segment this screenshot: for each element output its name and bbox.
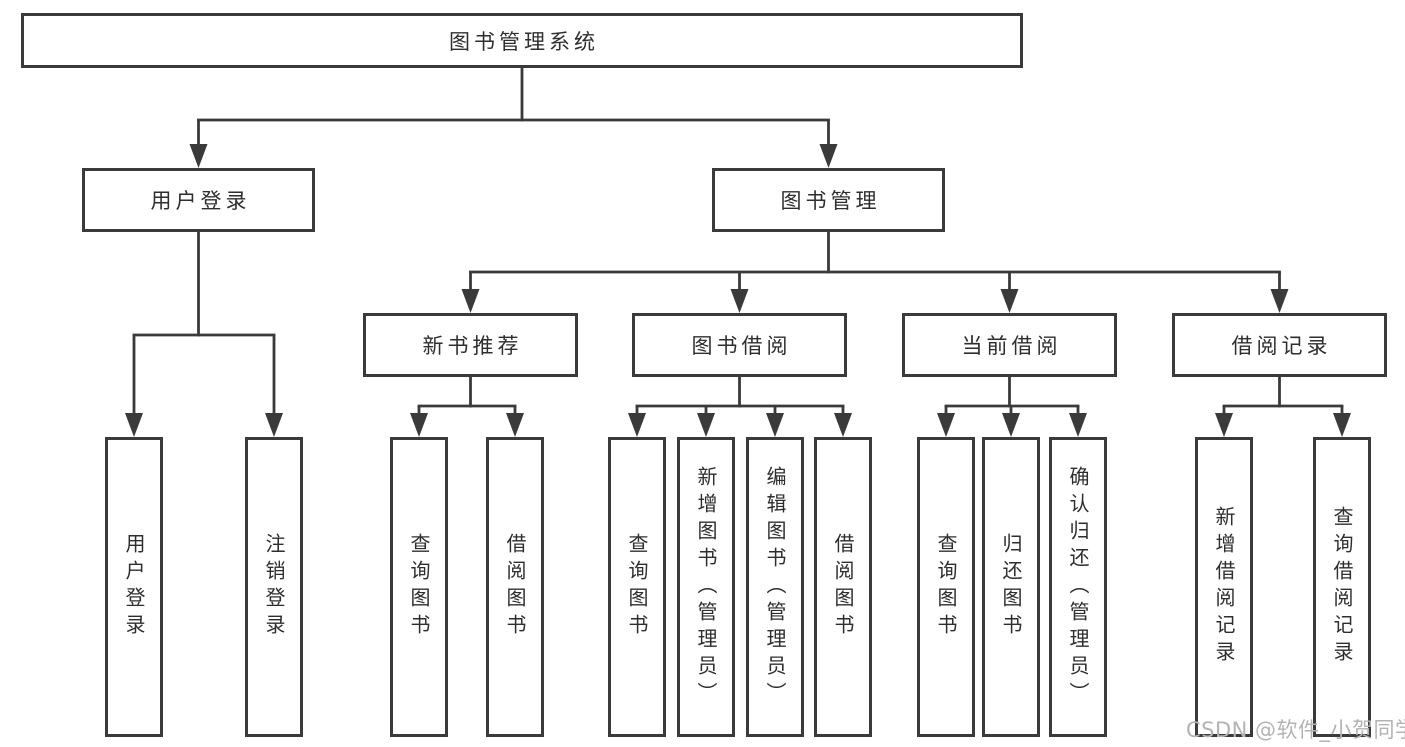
leaf-query-borrow-record: 查询借阅记录 [1313,437,1371,737]
leaf-query-books-recommend: 查询图书 [390,437,448,737]
leaf-borrow-books-borrow: 借阅图书 [814,437,872,737]
node-book-management: 图书管理 [712,168,945,232]
node-library-management-system: 图书管理系统 [21,13,1023,68]
leaf-logout-login: 注销登录 [245,437,303,737]
leaf-return-book: 归还图书 [982,437,1040,737]
connector-root [189,67,838,168]
node-book-borrow: 图书借阅 [632,313,847,377]
connector-book-borrow [628,377,852,437]
watermark-text: CSDN @软件_小贺同学 [1186,718,1405,742]
node-borrow-records: 借阅记录 [1172,313,1387,377]
leaf-query-books-current: 查询图书 [917,437,975,737]
node-current-borrow: 当前借阅 [902,313,1117,377]
connector-user-login [125,232,283,437]
leaf-edit-book-admin: 编辑图书（管理员） [746,437,804,737]
leaf-add-borrow-record: 新增借阅记录 [1195,437,1253,737]
leaf-user-login: 用户登录 [105,437,163,737]
connector-borrow-records [1215,377,1351,437]
leaf-borrow-books-recommend: 借阅图书 [486,437,544,737]
node-user-login: 用户登录 [82,168,315,232]
leaf-confirm-return-admin: 确认归还（管理员） [1049,437,1107,737]
leaf-query-books-borrow: 查询图书 [608,437,666,737]
connector-book-management [461,232,1289,313]
connector-new-book-recommend [410,377,524,437]
leaf-add-book-admin: 新增图书（管理员） [677,437,735,737]
connector-current-borrow [937,377,1087,437]
node-new-book-recommend: 新书推荐 [363,313,578,377]
